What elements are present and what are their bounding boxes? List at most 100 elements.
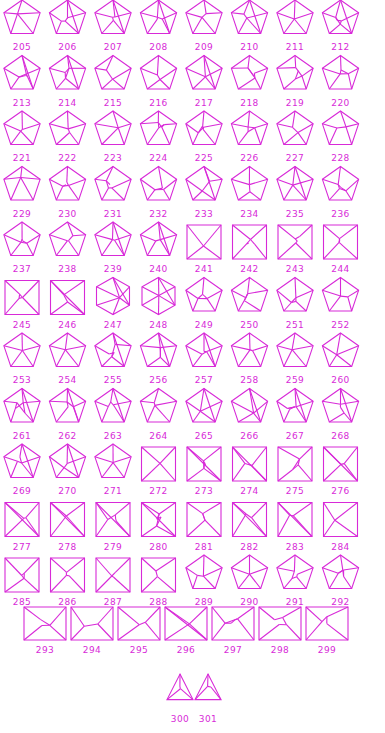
polyhedral-graph: [277, 278, 313, 312]
polyhedral-graph: [142, 447, 176, 481]
figure-number: 291: [286, 597, 305, 607]
polyhedral-graph: [95, 444, 131, 478]
figure-number: 221: [13, 153, 32, 163]
polyhedral-graph: [324, 225, 358, 259]
polyhedral-graph: [95, 333, 131, 367]
polyhedral-graph: [322, 278, 358, 312]
polyhedral-graph: [306, 607, 348, 640]
polyhedral-graph: [231, 56, 267, 90]
polyhedral-graph: [51, 281, 85, 315]
figure-number: 268: [331, 431, 350, 441]
polyhedral-graph: [142, 558, 176, 592]
figure-number: 218: [240, 98, 259, 108]
polyhedral-graph: [322, 111, 358, 145]
polyhedral-graph: [118, 607, 160, 640]
polyhedral-graph: [5, 281, 39, 315]
figure-number: 272: [149, 486, 168, 496]
polyhedral-graph: [4, 56, 40, 90]
figure-number: 264: [149, 431, 168, 441]
polyhedral-graph: [51, 558, 85, 592]
figure-number: 211: [286, 42, 305, 52]
figure-number: 223: [104, 153, 123, 163]
figure-number: 226: [240, 153, 259, 163]
figure-number: 209: [195, 42, 214, 52]
polyhedral-graph: [96, 503, 130, 537]
figure-number: 254: [58, 375, 77, 385]
polyhedral-graph: [167, 674, 193, 700]
figure-number: 208: [149, 42, 168, 52]
polyhedral-graph: [186, 167, 222, 201]
polyhedral-graph: [187, 225, 221, 259]
figure-number: 244: [331, 264, 350, 274]
figure-number: 214: [58, 98, 77, 108]
polyhedral-graph: [278, 225, 312, 259]
polyhedral-graph: [233, 503, 267, 537]
figure-number: 213: [13, 98, 32, 108]
figure-number: 288: [149, 597, 168, 607]
figure-number: 290: [240, 597, 259, 607]
polyhedral-graph: [142, 278, 175, 315]
polyhedral-graph: [140, 167, 176, 201]
figure-number: 250: [240, 320, 259, 330]
polyhedral-graph: [49, 333, 85, 367]
figure-number: 295: [130, 645, 149, 655]
polyhedral-graph: [4, 0, 40, 34]
polyhedral-graph: [51, 503, 85, 537]
polyhedral-graph: [187, 503, 221, 537]
polyhedral-graph: [322, 0, 358, 34]
polyhedral-graph: [231, 167, 267, 201]
polyhedral-graph: [277, 389, 313, 423]
polyhedral-graph: [4, 222, 40, 256]
polyhedral-graph: [277, 555, 313, 589]
polyhedral-graph: [277, 0, 313, 34]
polyhedral-graph: [231, 333, 267, 367]
polyhedral-graph: [140, 389, 176, 423]
polyhedral-graph: [95, 167, 131, 201]
polyhedral-graph: [97, 278, 130, 315]
figure-number: 281: [195, 542, 214, 552]
figure-number: 241: [195, 264, 214, 274]
figure-number: 230: [58, 209, 77, 219]
polyhedral-graph: [322, 56, 358, 90]
figure-number: 249: [195, 320, 214, 330]
polyhedral-graph: [322, 389, 358, 423]
figure-number: 255: [104, 375, 123, 385]
polyhedral-graph: [186, 555, 222, 589]
polyhedral-graph: [233, 447, 267, 481]
polyhedral-graph: [277, 56, 313, 90]
polyhedral-graph: [231, 0, 267, 34]
figure-number: 248: [149, 320, 168, 330]
polyhedral-graph: [95, 0, 131, 34]
polyhedral-graph: [95, 389, 131, 423]
polyhedral-graph: [4, 444, 40, 478]
polyhedral-graph: [186, 56, 222, 90]
figure-number: 270: [58, 486, 77, 496]
figure-number: 263: [104, 431, 123, 441]
polyhedral-graph: [49, 444, 85, 478]
polyhedral-graph: [140, 111, 176, 145]
polyhedral-graph: [212, 607, 254, 640]
figure-number: 253: [13, 375, 32, 385]
figure-number: 280: [149, 542, 168, 552]
figure-number: 275: [286, 486, 305, 496]
figure-number: 224: [149, 153, 168, 163]
polyhedral-graph: [140, 56, 176, 90]
figure-number: 278: [58, 542, 77, 552]
polyhedral-graph: [49, 222, 85, 256]
polyhedral-graph: [95, 222, 131, 256]
figure-number: 297: [224, 645, 243, 655]
figure-number: 262: [58, 431, 77, 441]
figure-number: 220: [331, 98, 350, 108]
figure-number: 228: [331, 153, 350, 163]
figure-number: 246: [58, 320, 77, 330]
figure-number: 300: [171, 714, 190, 724]
figure-number: 294: [83, 645, 102, 655]
polyhedral-graph: [322, 333, 358, 367]
figure-number: 225: [195, 153, 214, 163]
polyhedral-graph: [231, 555, 267, 589]
polyhedral-graph: [5, 503, 39, 537]
polyhedral-graph: [4, 333, 40, 367]
figure-number: 266: [240, 431, 259, 441]
figure-number: 232: [149, 209, 168, 219]
figure-number: 298: [271, 645, 290, 655]
